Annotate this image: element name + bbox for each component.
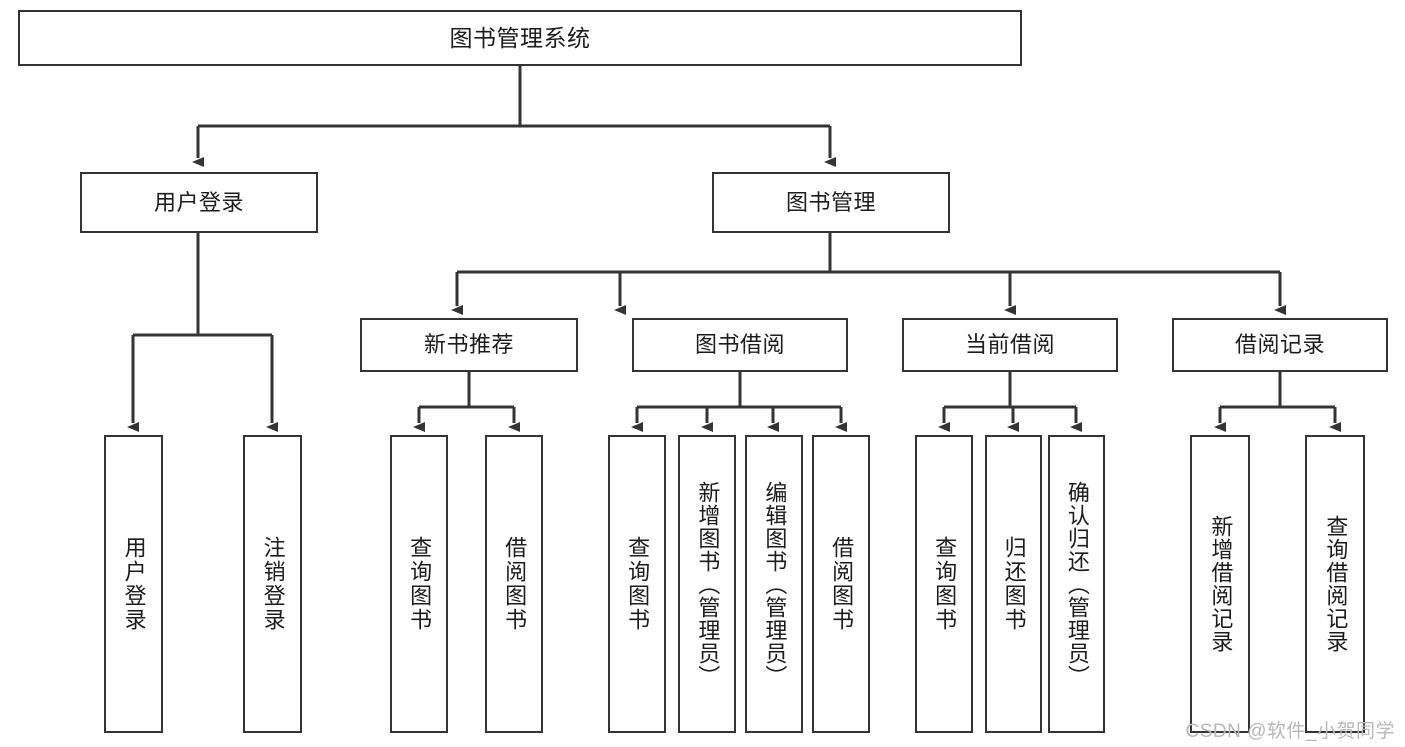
- leaf-label: 用户登录: [121, 536, 147, 632]
- leaf-confirm-return-admin[interactable]: 确认归还（管理员）: [1048, 435, 1105, 733]
- leaf-add-borrowing-record[interactable]: 新增借阅记录: [1190, 435, 1250, 733]
- leaf-user-login[interactable]: 用户登录: [104, 435, 163, 733]
- leaf-label: 查询图书: [932, 536, 958, 632]
- node-book-borrowing[interactable]: 图书借阅: [632, 318, 848, 372]
- node-label: 借阅记录: [1234, 332, 1325, 358]
- node-label: 当前借阅: [964, 332, 1055, 358]
- node-label: 图书借阅: [694, 332, 785, 358]
- node-book-management[interactable]: 图书管理: [712, 172, 950, 233]
- leaf-label: 新增借阅记录: [1208, 515, 1234, 653]
- leaf-label: 归还图书: [1001, 536, 1027, 632]
- leaf-borrow-books-borrowing[interactable]: 借阅图书: [812, 435, 870, 733]
- leaf-edit-book-admin[interactable]: 编辑图书（管理员）: [745, 435, 803, 733]
- leaf-query-borrowing-record[interactable]: 查询借阅记录: [1305, 435, 1365, 733]
- leaf-query-books-borrowing[interactable]: 查询图书: [608, 435, 666, 733]
- node-root-book-management-system[interactable]: 图书管理系统: [18, 10, 1022, 66]
- leaf-return-books[interactable]: 归还图书: [985, 435, 1042, 733]
- node-label: 新书推荐: [423, 332, 514, 358]
- leaf-label: 查询借阅记录: [1323, 515, 1349, 653]
- node-label: 用户登录: [153, 189, 244, 215]
- leaf-borrow-books-recommendation[interactable]: 借阅图书: [485, 435, 543, 733]
- leaf-label: 确认归还（管理员）: [1064, 480, 1090, 688]
- leaf-logout[interactable]: 注销登录: [243, 435, 302, 733]
- node-new-book-recommendation[interactable]: 新书推荐: [360, 318, 578, 372]
- leaf-label: 借阅图书: [502, 536, 528, 632]
- node-user-login[interactable]: 用户登录: [80, 172, 318, 233]
- leaf-add-book-admin[interactable]: 新增图书（管理员）: [678, 435, 736, 733]
- leaf-label: 查询图书: [407, 536, 433, 632]
- leaf-label: 编辑图书（管理员）: [762, 480, 788, 688]
- leaf-query-books-recommendation[interactable]: 查询图书: [390, 435, 448, 733]
- leaf-label: 新增图书（管理员）: [695, 480, 721, 688]
- leaf-label: 借阅图书: [829, 536, 855, 632]
- node-current-borrowing[interactable]: 当前借阅: [902, 318, 1118, 372]
- node-label: 图书管理: [785, 189, 876, 215]
- leaf-label: 注销登录: [260, 536, 286, 632]
- watermark-text: CSDN @软件_小贺同学: [1185, 721, 1395, 742]
- leaf-query-books-current[interactable]: 查询图书: [915, 435, 973, 733]
- node-borrowing-records[interactable]: 借阅记录: [1172, 318, 1388, 372]
- leaf-label: 查询图书: [625, 536, 651, 632]
- node-label: 图书管理系统: [449, 24, 591, 51]
